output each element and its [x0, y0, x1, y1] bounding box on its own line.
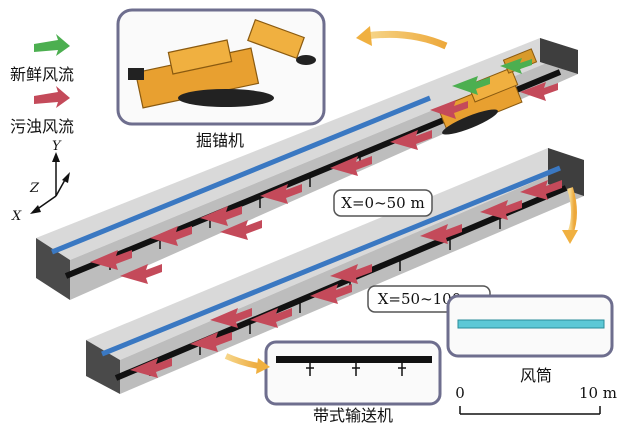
y-axis-label: Y: [52, 139, 62, 154]
roadheader-caption: 掘锚机: [196, 131, 244, 150]
coordinate-axes: Y Z X: [11, 139, 70, 224]
segment-label-0-50: X=0~50 m: [341, 194, 424, 212]
legend: 新鲜风流 污浊风流: [10, 34, 74, 136]
scale-bar-start: 0: [455, 384, 465, 402]
conveyor-callout-arrow: [226, 356, 260, 366]
conveyor-inset: [266, 342, 440, 404]
x-axis-label: X: [11, 209, 22, 224]
air-duct-inset: [448, 296, 612, 356]
fresh-air-legend-arrow: [34, 34, 70, 56]
scale-bar: 0 10 m: [455, 384, 617, 414]
air-duct-callout-arrow: [570, 188, 574, 234]
air-duct-caption: 风筒: [520, 366, 552, 385]
conveyor-inset-frame: [266, 342, 440, 404]
fresh-air-legend-label: 新鲜风流: [10, 65, 74, 84]
polluted-air-legend-label: 污浊风流: [10, 117, 74, 136]
polluted-air-legend-arrow: [34, 86, 70, 108]
range-label-upper: X=0~50 m: [334, 190, 432, 216]
scale-bar-end: 10 m: [579, 384, 617, 402]
z-axis-label: Z: [29, 181, 40, 196]
roadheader-inset: [118, 10, 324, 124]
roadheader-callout-arrow: [366, 34, 446, 46]
conveyor-caption: 带式输送机: [313, 406, 393, 425]
